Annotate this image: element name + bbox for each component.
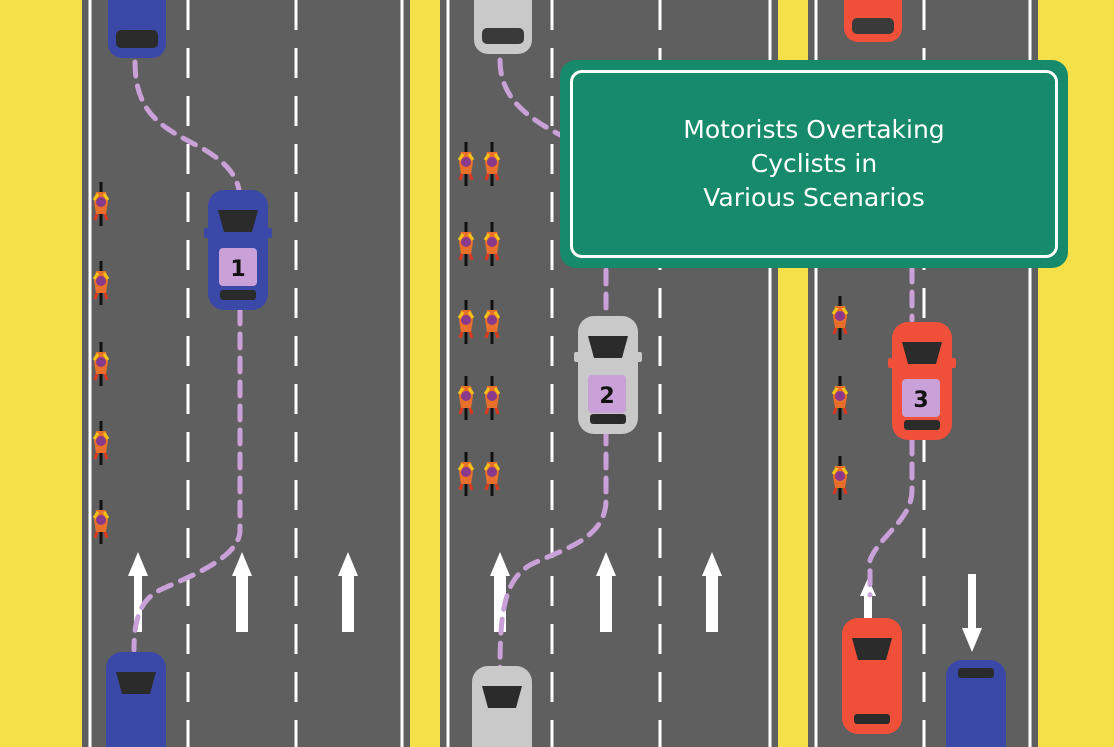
car-grey-top	[474, 0, 532, 54]
cyclists-road-3	[833, 296, 847, 500]
sign-title-line-2: Cyclists in	[751, 147, 877, 181]
car-blue-bottom	[106, 652, 166, 747]
badge-3: 3	[902, 379, 940, 417]
sign-title-line-3: Various Scenarios	[703, 181, 925, 215]
badge-2-label: 2	[599, 384, 614, 409]
badge-2: 2	[588, 375, 626, 413]
car-blue-top	[108, 0, 166, 58]
car-red-top	[844, 0, 902, 42]
badge-1-label: 1	[230, 257, 245, 282]
sign-title-line-1: Motorists Overtaking	[683, 113, 944, 147]
road-1	[82, 0, 410, 747]
badge-3-label: 3	[913, 388, 928, 413]
car-grey-bottom	[472, 666, 532, 747]
car-red-bottom	[842, 618, 902, 734]
badge-1: 1	[219, 248, 257, 286]
car-blue-oncoming	[946, 660, 1006, 747]
title-sign-border: Motorists Overtaking Cyclists in Various…	[570, 70, 1058, 258]
title-sign: Motorists Overtaking Cyclists in Various…	[560, 60, 1068, 268]
